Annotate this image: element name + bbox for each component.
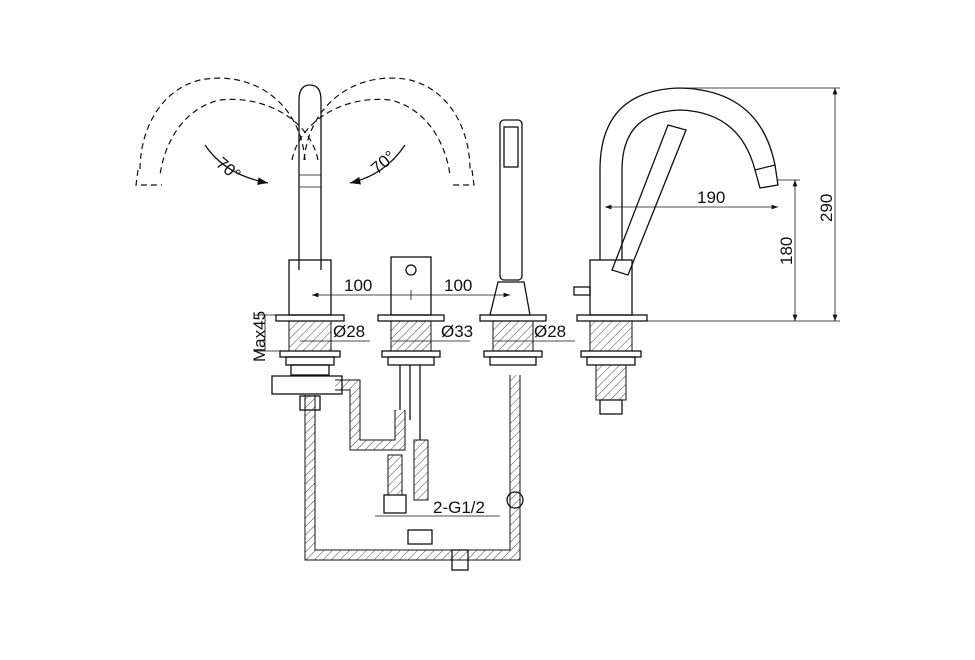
reach-label: 190 <box>697 188 725 207</box>
total-height-label: 290 <box>817 194 836 222</box>
spacing-left-label: 100 <box>344 276 372 295</box>
spacing-right-label: 100 <box>444 276 472 295</box>
max-deck-label: Max45 <box>250 311 269 362</box>
angle-right-label: 70° <box>367 147 399 178</box>
mixer-valve <box>377 256 445 440</box>
hoses <box>271 375 524 571</box>
spout-front-view <box>135 77 475 376</box>
hand-shower <box>479 119 547 366</box>
spout-height-label: 180 <box>777 237 796 265</box>
diameter-center-label: Ø33 <box>441 322 473 341</box>
angle-left-label: 70° <box>212 154 244 185</box>
connection-label: 2-G1/2 <box>433 498 485 517</box>
diameter-right-label: Ø28 <box>534 322 566 341</box>
dimensions <box>255 87 840 517</box>
faucet-side-view <box>573 87 779 415</box>
diameter-left-label: Ø28 <box>333 322 365 341</box>
